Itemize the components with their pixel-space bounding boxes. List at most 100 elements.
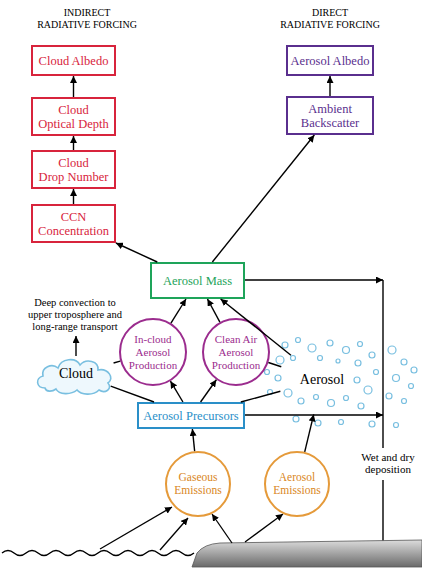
aerosol-bubbles bbox=[265, 338, 418, 428]
node-label: CCN Concentration bbox=[38, 210, 109, 238]
line-spacer bbox=[111, 7, 138, 19]
line-spacer bbox=[173, 471, 178, 484]
deposition-arrow bbox=[382, 480, 383, 550]
line-spacer bbox=[36, 19, 37, 31]
circle-outline-shape bbox=[203, 319, 269, 385]
node-text-block: Gaseous Emissions bbox=[173, 471, 223, 497]
aerosol-particle bbox=[276, 356, 284, 364]
line-spacer bbox=[37, 117, 38, 131]
section-heading: INDIRECT RADIATIVE FORCING bbox=[37, 7, 137, 30]
node-label: Ambient Backscatter bbox=[301, 102, 359, 130]
flow-arrow bbox=[73, 136, 74, 150]
line-spacer bbox=[178, 359, 179, 372]
aerosol-particle bbox=[275, 375, 281, 381]
line-spacer bbox=[360, 451, 361, 463]
line-spacer bbox=[27, 321, 32, 333]
aerosol-particle bbox=[293, 416, 299, 422]
aerosol-particle bbox=[282, 342, 288, 348]
aerosol-particle bbox=[388, 346, 396, 354]
aerosol-particle bbox=[344, 396, 349, 401]
aerosol-particle bbox=[298, 398, 304, 404]
annotation-note: Wet and dry deposition bbox=[361, 451, 415, 475]
label-text-block: Deep convection to upper troposphere and… bbox=[27, 297, 123, 333]
line-spacer bbox=[37, 210, 60, 224]
process-box: CCN Concentration bbox=[31, 204, 116, 243]
emission-arrow bbox=[160, 518, 188, 550]
aerosol-particle bbox=[369, 352, 375, 358]
label-text-block: INDIRECT RADIATIVE FORCING bbox=[36, 7, 138, 31]
line-spacer bbox=[316, 471, 322, 484]
flow-arrow bbox=[73, 189, 74, 204]
line-spacer bbox=[37, 103, 57, 117]
aerosol-particle bbox=[315, 420, 321, 426]
node-text-block: Ambient Backscatter bbox=[300, 102, 361, 130]
line-spacer bbox=[412, 463, 416, 475]
annotation-note-holder: Wet and dry deposition bbox=[360, 451, 416, 475]
flow-arrow bbox=[207, 299, 219, 322]
line-spacer bbox=[27, 297, 33, 309]
line-spacer bbox=[360, 463, 364, 475]
node-label: Cloud Albedo bbox=[39, 54, 109, 68]
aerosol-particle bbox=[355, 360, 361, 366]
connector-line bbox=[111, 386, 154, 402]
flow-arrow bbox=[329, 76, 330, 96]
line-spacer bbox=[279, 7, 311, 19]
process-box: Aerosol Albedo bbox=[286, 45, 374, 76]
node-label: Aerosol bbox=[300, 372, 344, 387]
line-spacer bbox=[300, 116, 301, 130]
process-box: Ambient Backscatter bbox=[286, 96, 374, 135]
node-text-block: Clean Air Aerosol Production bbox=[211, 333, 262, 372]
process-box: Cloud Optical Depth bbox=[31, 97, 116, 136]
line-spacer bbox=[211, 346, 218, 359]
convection-arrow bbox=[75, 336, 76, 356]
line-spacer bbox=[360, 116, 361, 130]
line-spacer bbox=[138, 19, 139, 31]
node-text-block: Aerosol Precursors bbox=[143, 409, 238, 423]
line-spacer bbox=[416, 451, 417, 463]
node-label: Cloud bbox=[59, 366, 93, 381]
aerosol-particle bbox=[327, 340, 333, 346]
aerosol-particle bbox=[386, 393, 392, 399]
node-text-block: Aerosol Albedo bbox=[291, 54, 370, 68]
line-spacer bbox=[128, 346, 135, 359]
node-text-block: Cloud Albedo bbox=[39, 54, 109, 68]
line-spacer bbox=[300, 102, 308, 116]
annotation-note-holder: Deep convection to upper troposphere and… bbox=[27, 297, 123, 333]
aerosol-particle bbox=[318, 356, 323, 361]
aerosol-particle bbox=[402, 399, 407, 404]
section-heading-holder: INDIRECT RADIATIVE FORCING bbox=[36, 7, 138, 31]
node-label: Clean Air Aerosol Production bbox=[212, 333, 260, 371]
node-label: Aerosol Albedo bbox=[291, 54, 370, 68]
line-spacer bbox=[218, 471, 223, 484]
emission-arrow bbox=[100, 507, 172, 549]
aerosol-particle bbox=[411, 367, 417, 373]
line-spacer bbox=[211, 359, 212, 372]
node-text-block: Aerosol Mass bbox=[163, 274, 232, 288]
line-spacer bbox=[37, 224, 38, 238]
cloud-shape: Cloud bbox=[33, 352, 119, 395]
line-spacer bbox=[123, 309, 124, 321]
line-spacer bbox=[110, 224, 111, 238]
flow-arrow bbox=[212, 135, 314, 262]
aerosol-particle bbox=[268, 390, 273, 395]
line-spacer bbox=[90, 156, 110, 170]
aerosol-particle bbox=[401, 359, 407, 365]
connector-line bbox=[241, 391, 281, 402]
circle-outline-shape bbox=[265, 452, 329, 516]
emission-arrow bbox=[245, 514, 283, 542]
line-spacer bbox=[128, 359, 129, 372]
aerosol-particle bbox=[265, 370, 270, 375]
line-spacer bbox=[381, 19, 382, 31]
emission-arrow bbox=[212, 514, 232, 543]
node-label: Cloud Optical Depth bbox=[38, 103, 108, 131]
flow-arrow bbox=[305, 414, 314, 452]
aerosol-node: Aerosol bbox=[278, 345, 366, 415]
land-surface bbox=[192, 540, 422, 567]
aerosol-particle bbox=[358, 342, 363, 347]
connector-line bbox=[114, 361, 121, 363]
line-spacer bbox=[36, 7, 63, 19]
aerosol-particle bbox=[409, 384, 414, 389]
aerosol-particle bbox=[291, 356, 296, 361]
process-box: Aerosol Precursors bbox=[137, 402, 245, 429]
